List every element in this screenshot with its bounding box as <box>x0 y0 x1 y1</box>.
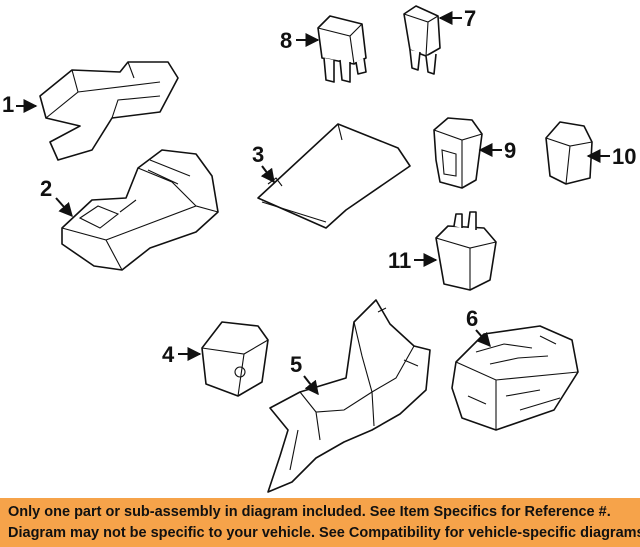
part-10-number: 10 <box>612 144 636 169</box>
part-6-number: 6 <box>466 306 478 331</box>
part-3-number: 3 <box>252 142 264 167</box>
part-3-arrow <box>260 165 275 184</box>
part-5-arrow <box>303 375 319 396</box>
disclaimer-line-2: Diagram may not be specific to your vehi… <box>8 525 640 541</box>
part-3-plate <box>257 123 411 229</box>
part-2-module <box>61 149 219 271</box>
part-11-relay <box>435 211 497 291</box>
part-1-cover <box>39 61 179 161</box>
disclaimer-line-1: Only one part or sub-assembly in diagram… <box>8 504 611 520</box>
part-4-block <box>201 321 269 397</box>
part-6-junction-block <box>451 325 579 431</box>
part-7-fuse <box>403 5 441 75</box>
part-5-bracket <box>267 299 431 493</box>
part-10-cap <box>545 121 593 185</box>
part-11-number: 11 <box>388 248 411 273</box>
part-6-arrow <box>475 329 491 348</box>
part-5-number: 5 <box>290 352 302 377</box>
part-8-number: 8 <box>280 28 292 53</box>
part-2-arrow <box>55 197 73 218</box>
part-9-number: 9 <box>504 138 516 163</box>
part-1-number: 1 <box>2 92 14 117</box>
part-4-number: 4 <box>162 342 175 367</box>
part-7-number: 7 <box>464 6 476 31</box>
parts-diagram: 1 2 3 4 5 6 7 8 <box>2 5 636 493</box>
disclaimer-banner: Only one part or sub-assembly in diagram… <box>0 498 640 547</box>
part-8-fuse <box>317 15 367 83</box>
part-2-number: 2 <box>40 176 52 201</box>
part-9-fuse <box>433 117 483 189</box>
